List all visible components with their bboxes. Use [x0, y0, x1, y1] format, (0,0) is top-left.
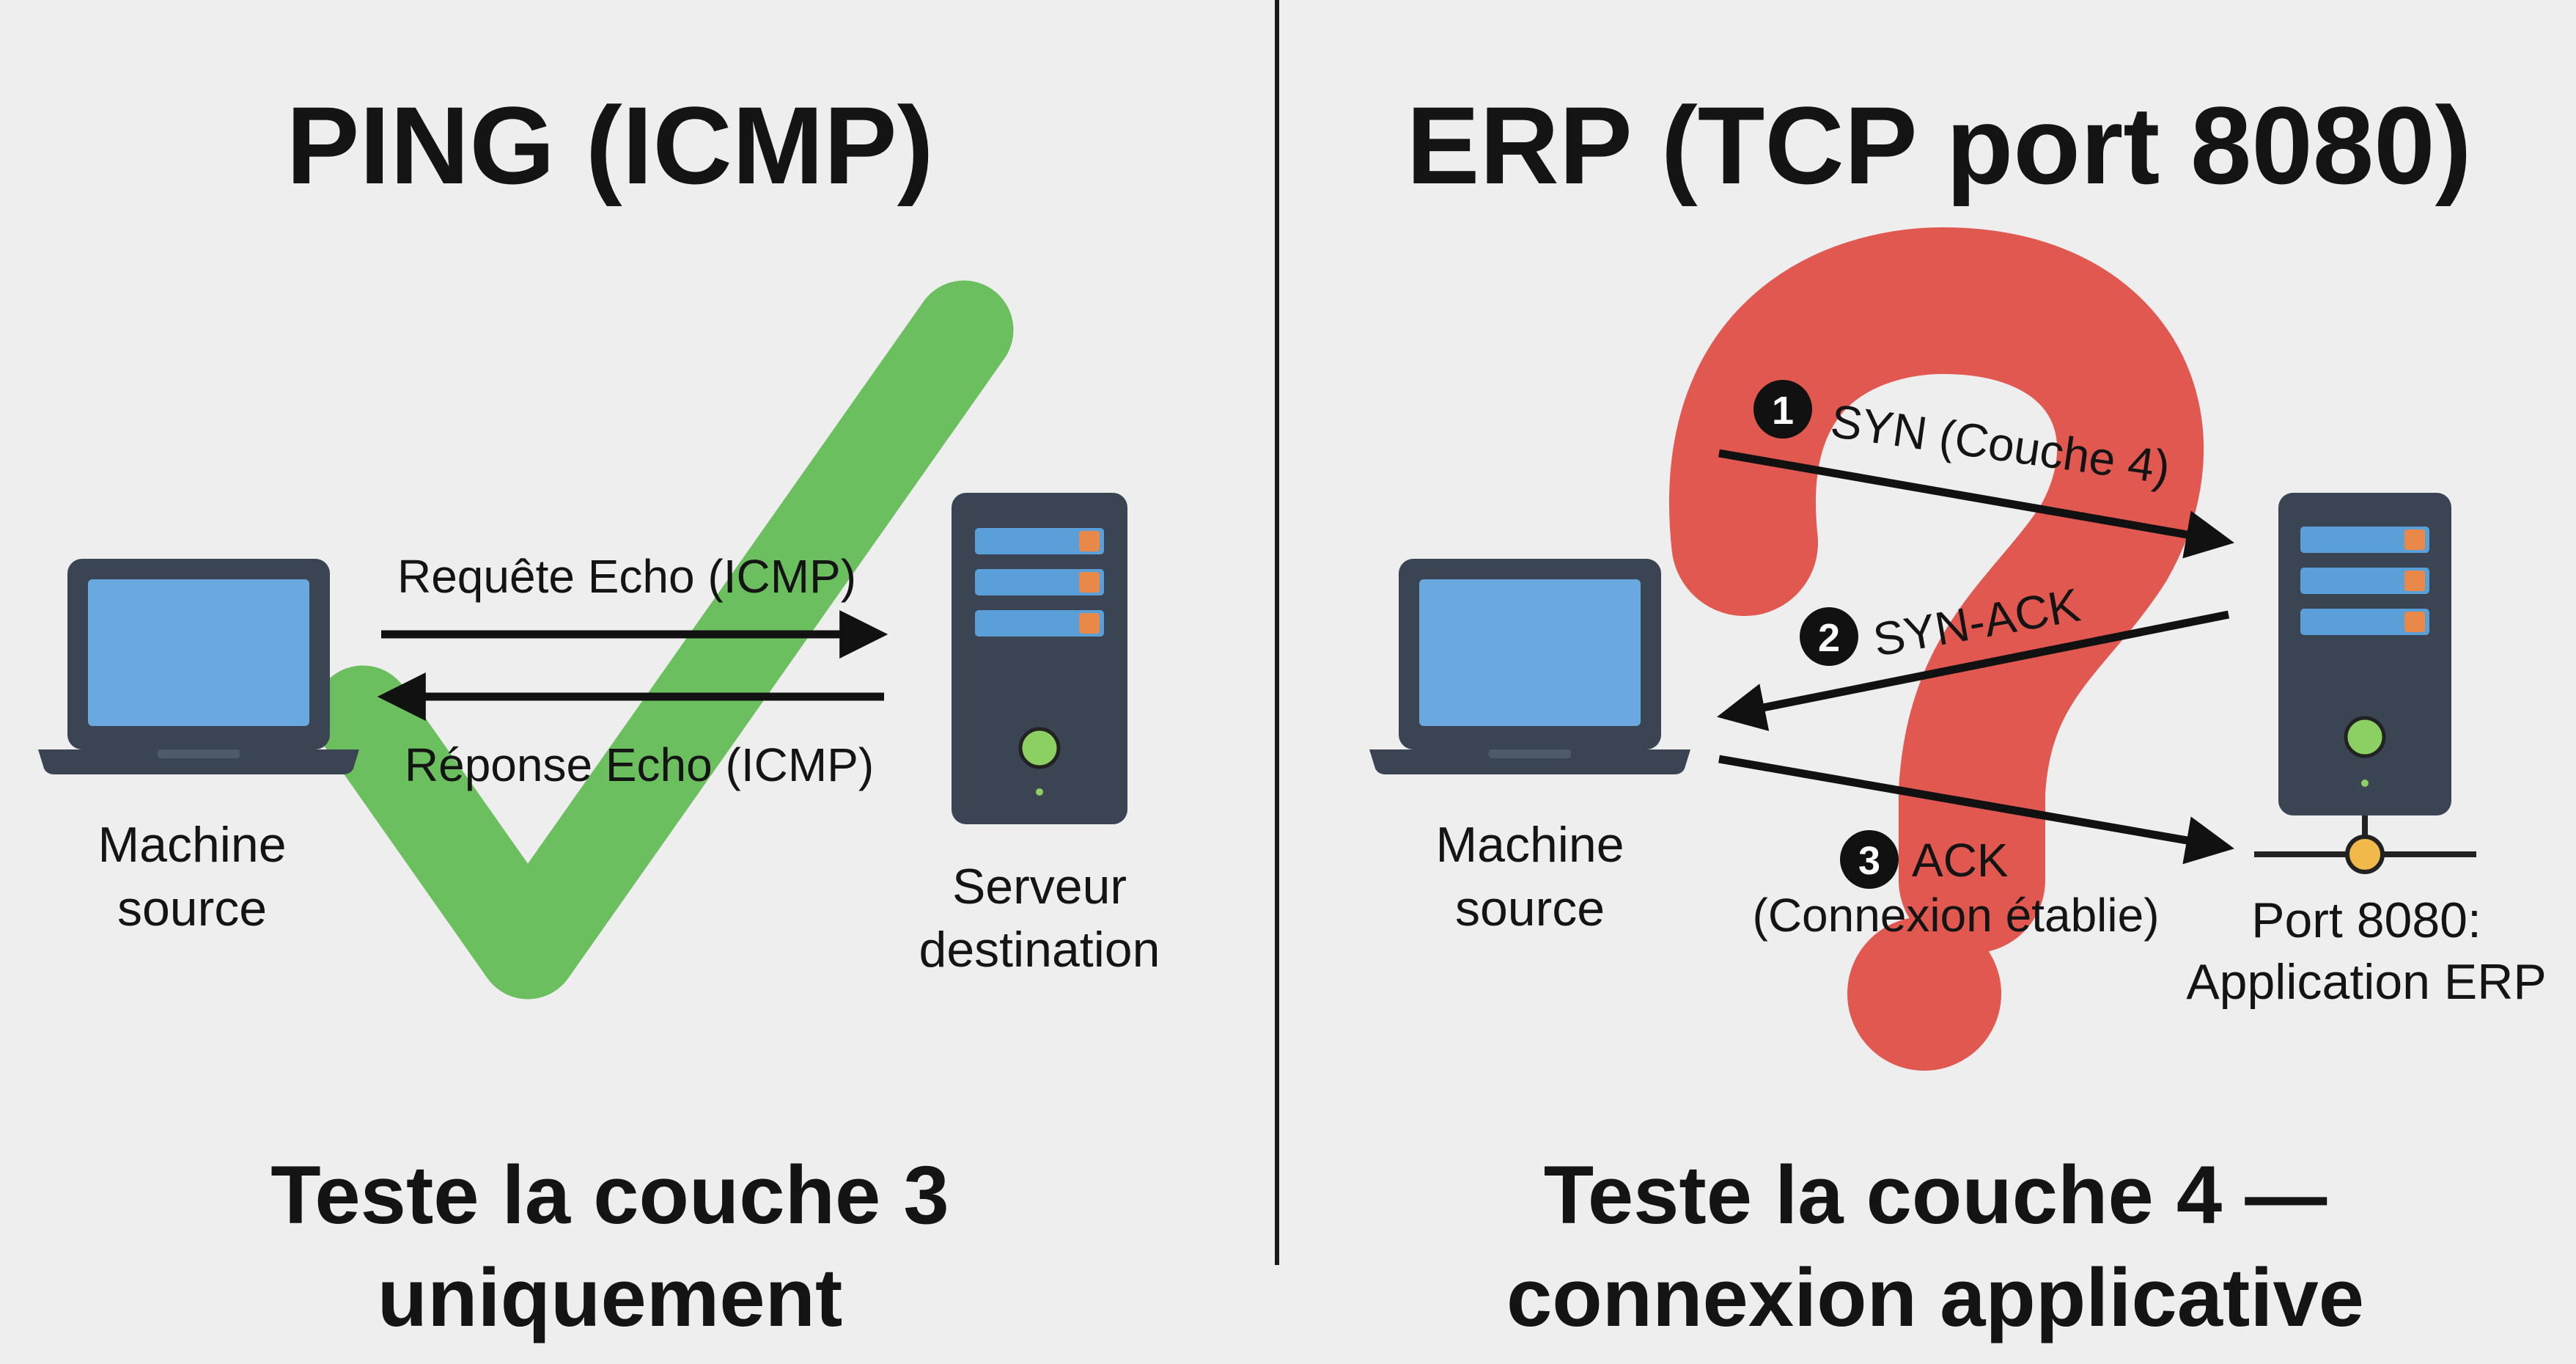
laptop-icon — [38, 559, 359, 774]
left-source-label-line1: Machine — [97, 817, 286, 873]
erp-server-icon — [2278, 493, 2451, 815]
port-label-line2: Application ERP — [2186, 954, 2546, 1010]
step2-number: 2 — [1818, 616, 1840, 660]
left-caption-line2: uniquement — [378, 1252, 843, 1343]
right-title: ERP (TCP port 8080) — [1406, 84, 2471, 207]
step2-badge: 2 — [1800, 607, 1858, 666]
left-title: PING (ICMP) — [286, 84, 933, 207]
erp-power-led-icon — [2344, 716, 2386, 758]
syn-arrow — [1718, 449, 2235, 559]
step1-badge: 1 — [1753, 380, 1812, 439]
step1-number: 1 — [1772, 389, 1794, 433]
left-panel: PING (ICMP) Machine source Requête Echo … — [38, 84, 1160, 1343]
step3-number: 3 — [1858, 839, 1880, 883]
step3-badge: 3 — [1840, 830, 1899, 889]
question-mark-icon — [1669, 227, 2204, 1071]
check-icon — [313, 280, 1014, 1000]
right-source-label-line1: Machine — [1435, 817, 1624, 873]
right-caption-line1: Teste la couche 4 — — [1544, 1149, 2327, 1241]
echo-reply-label: Réponse Echo (ICMP) — [405, 738, 874, 791]
right-caption-line2: connexion applicative — [1506, 1252, 2364, 1343]
right-panel: ERP (TCP port 8080) Machine source 1 SYN… — [1369, 84, 2547, 1343]
port-node-icon — [2254, 815, 2476, 874]
power-led-icon — [1018, 727, 1061, 769]
port-label-line1: Port 8080: — [2251, 892, 2481, 948]
left-server-label-line2: destination — [919, 922, 1160, 978]
ack-arrow — [1718, 755, 2235, 865]
server-icon — [952, 493, 1127, 824]
step3-sublabel: (Connexion établie) — [1753, 889, 2160, 942]
right-laptop-icon — [1369, 559, 1690, 774]
syn-ack-arrow — [1717, 610, 2230, 732]
left-caption-line1: Teste la couche 3 — [271, 1149, 949, 1241]
left-source-label-line2: source — [117, 881, 267, 936]
left-server-label-line1: Serveur — [952, 859, 1127, 914]
step3-label: ACK — [1912, 834, 2009, 887]
echo-request-label: Requête Echo (ICMP) — [397, 550, 856, 603]
right-source-label-line2: source — [1455, 881, 1605, 936]
